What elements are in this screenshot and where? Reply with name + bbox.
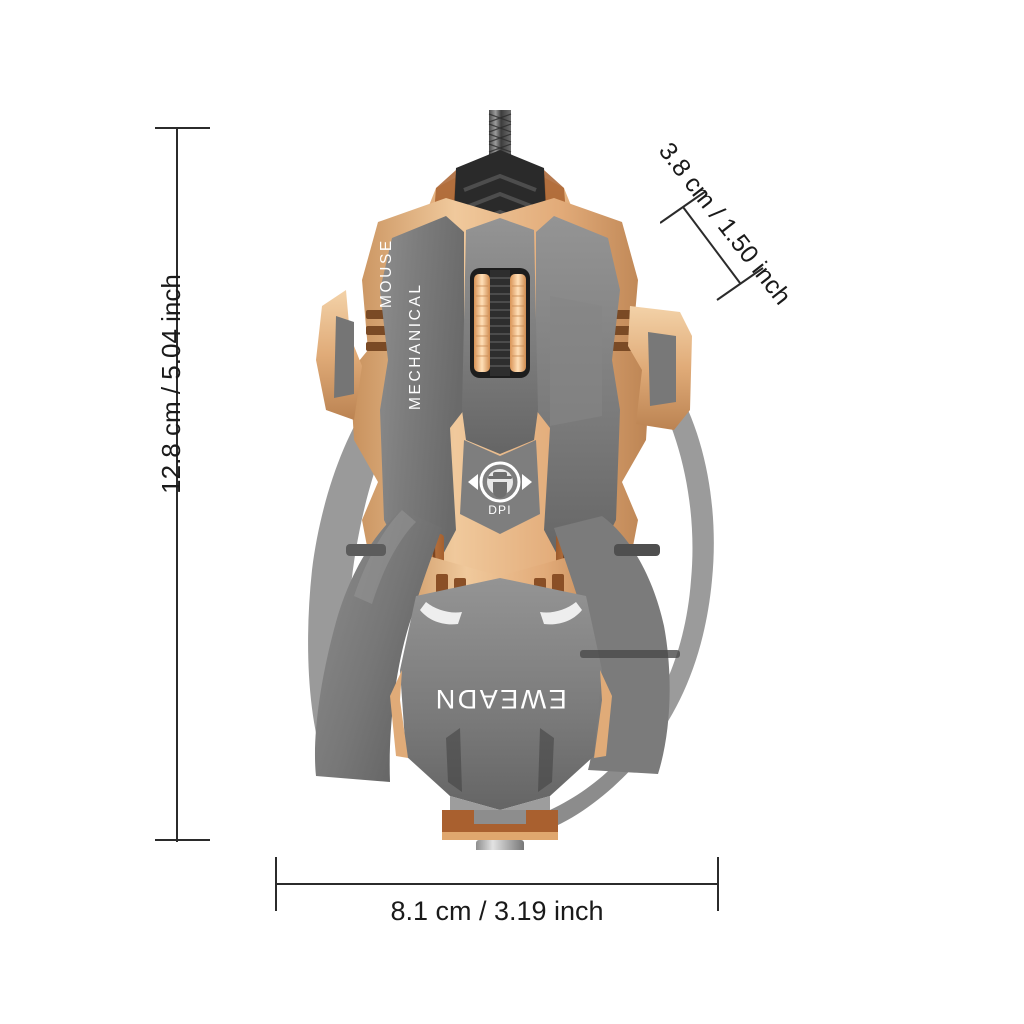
scroll-wheel-ribs [490, 277, 510, 367]
left-thumb-rest-wing[interactable] [314, 510, 442, 782]
dpi-icon [468, 461, 532, 503]
bottom-copper-inset [474, 810, 526, 824]
depth-dimension-line [682, 206, 741, 284]
width-dimension-tick-right [717, 857, 719, 911]
lower-gold-accent-right [594, 670, 612, 758]
right-outer-shell [632, 355, 714, 750]
side-text-mouse: MOUSE [378, 238, 395, 308]
height-dimension-tick-bottom [155, 839, 210, 841]
side-text-mechanical: MECHANICAL [407, 282, 424, 410]
width-dimension-label: 8.1 cm / 3.19 inch [390, 896, 604, 926]
right-button-inner-panel [550, 296, 602, 426]
depth-dimension-line-group [659, 190, 880, 350]
width-dimension-line [276, 883, 718, 885]
right-axis-rod [614, 544, 660, 556]
left-gold-wing-cutout [334, 316, 354, 398]
height-dimension-line [176, 128, 178, 842]
brand-logo-text: EWEADN [433, 684, 567, 714]
left-vent-slits [366, 310, 388, 351]
scroll-wheel-glow-left [474, 274, 490, 372]
right-gold-wing-cutout [648, 332, 676, 406]
height-dimension-tick-top [155, 127, 210, 129]
right-lower-rod [580, 650, 680, 658]
right-outer-wing [554, 516, 670, 774]
palm-rest-glow-right [540, 602, 582, 625]
left-click-button[interactable] [380, 216, 464, 560]
height-dimension-label: 12.8 cm / 5.04 inch [156, 274, 186, 494]
scroll-wheel-glow-ribs [476, 285, 524, 357]
palm-slot-right [538, 728, 554, 792]
bottom-gold-trim [442, 832, 558, 840]
lower-gold-accent-left [390, 670, 408, 758]
depth-dimension-tick-top [659, 190, 707, 224]
scroll-wheel-glow-right [510, 274, 526, 372]
width-dimension-tick-left [275, 857, 277, 911]
gaming-mouse-illustration: MECHANICAL MOUSE [250, 110, 750, 850]
right-vent-slits [612, 310, 634, 351]
left-wing-highlight [354, 510, 416, 604]
weight-cylinder [476, 840, 524, 850]
dpi-button-label: DPI [488, 503, 512, 517]
left-axis-rod [346, 544, 386, 556]
depth-dimension-tick-bottom [716, 267, 764, 301]
palm-rest-glow-left [420, 602, 462, 625]
palm-slot-left [446, 728, 462, 792]
